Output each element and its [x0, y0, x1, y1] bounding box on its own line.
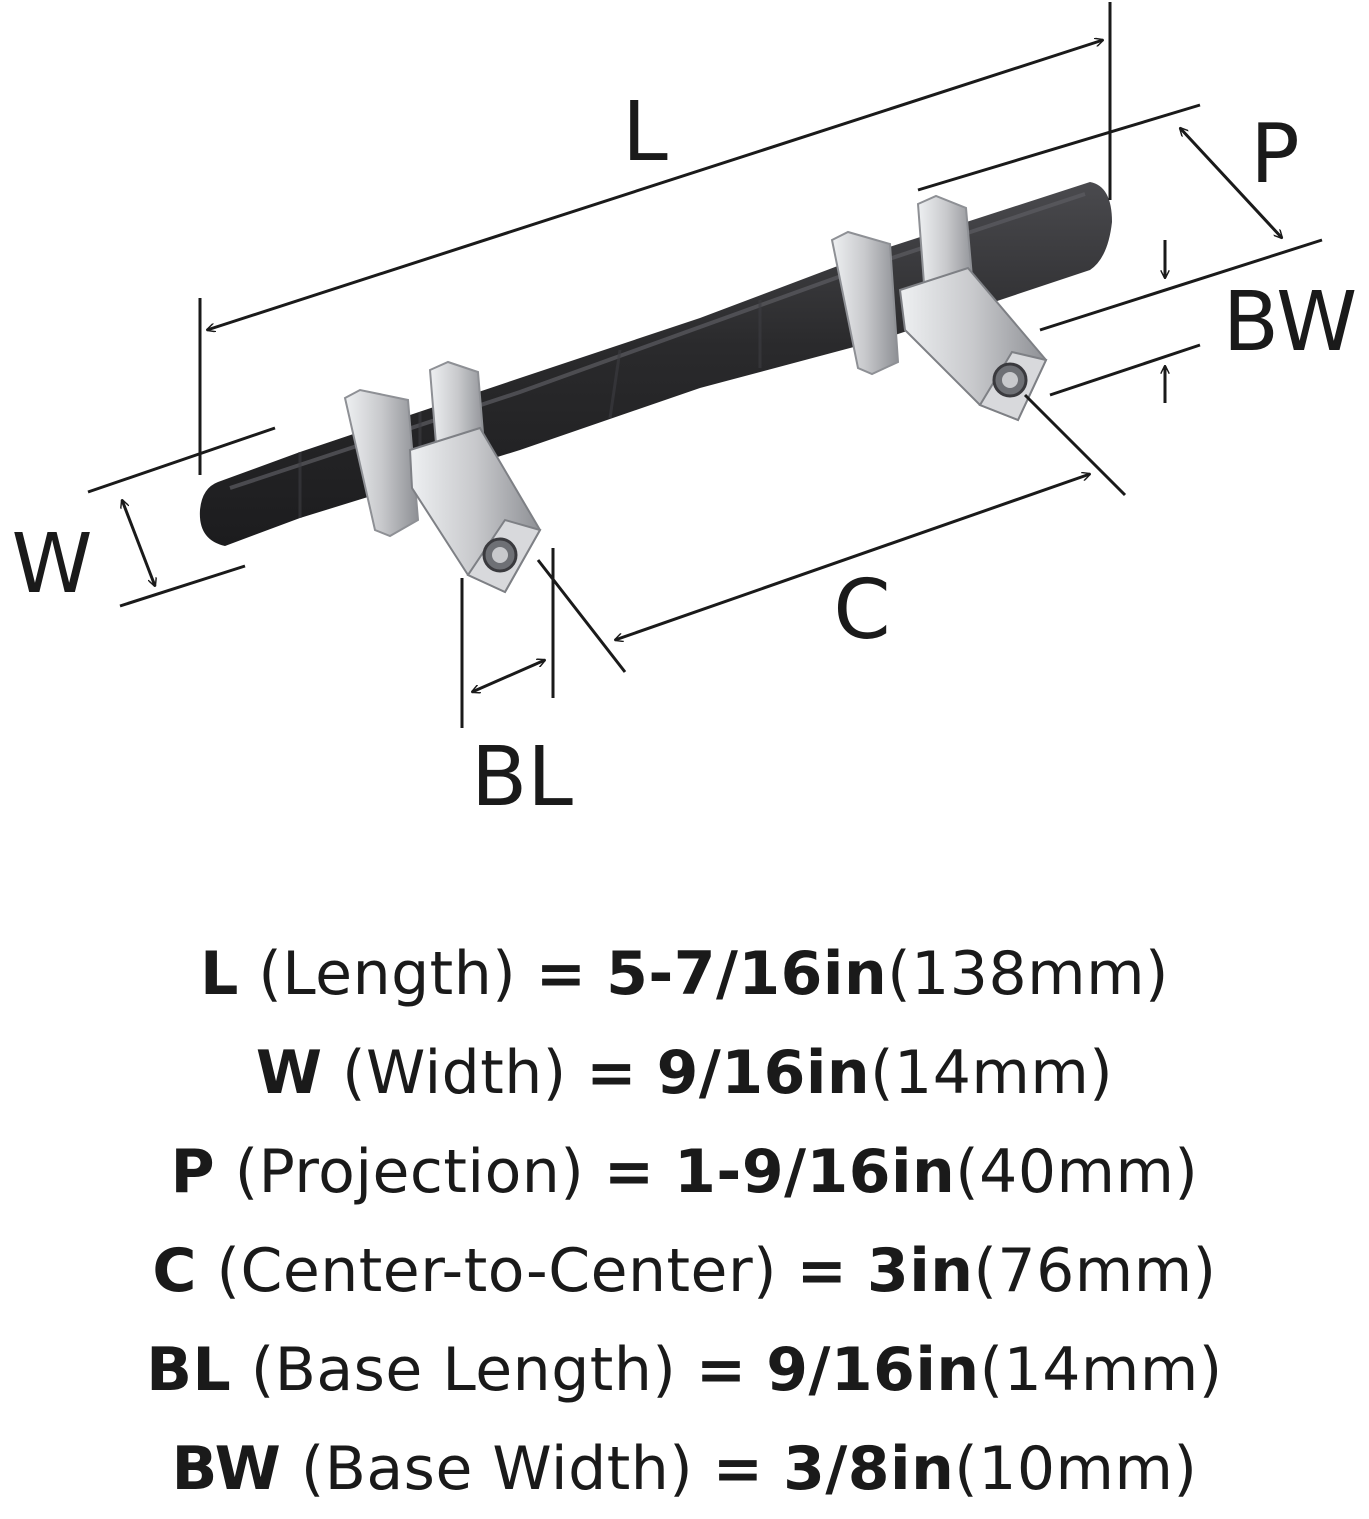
label-center-to-center: C — [833, 563, 890, 658]
spec-name: (Width) — [342, 1038, 567, 1108]
label-base-length: BL — [471, 730, 573, 825]
spec-mm: (14mm) — [870, 1038, 1114, 1108]
label-length: L — [622, 85, 668, 180]
spec-list: L (Length) = 5-7/16in(138mm) W (Width) =… — [0, 925, 1369, 1519]
spec-abbr: BW — [171, 1434, 282, 1504]
spec-abbr: P — [170, 1137, 216, 1207]
spec-mm: (76mm) — [973, 1236, 1217, 1306]
label-width: W — [11, 517, 92, 612]
dimension-lines — [87, 2, 1323, 728]
spec-inch: 9/16in — [656, 1038, 871, 1108]
spec-equals: = — [535, 939, 587, 1009]
spec-row-length: L (Length) = 5-7/16in(138mm) — [0, 925, 1369, 1024]
spec-equals: = — [695, 1335, 747, 1405]
spec-equals: = — [586, 1038, 638, 1108]
spec-mm: (40mm) — [955, 1137, 1199, 1207]
spec-row-base-length: BL (Base Length) = 9/16in(14mm) — [0, 1321, 1369, 1420]
spec-inch: 5-7/16in — [606, 939, 888, 1009]
spec-mm: (10mm) — [954, 1434, 1198, 1504]
spec-name: (Base Length) — [250, 1335, 677, 1405]
left-post — [343, 360, 542, 594]
spec-name: (Projection) — [234, 1137, 585, 1207]
spec-row-projection: P (Projection) = 1-9/16in(40mm) — [0, 1123, 1369, 1222]
spec-mm: (138mm) — [887, 939, 1169, 1009]
spec-row-width: W (Width) = 9/16in(14mm) — [0, 1024, 1369, 1123]
spec-name: (Center-to-Center) — [216, 1236, 778, 1306]
spec-inch: 3in — [866, 1236, 974, 1306]
spec-equals: = — [796, 1236, 848, 1306]
spec-row-center-to-center: C (Center-to-Center) = 3in(76mm) — [0, 1222, 1369, 1321]
spec-name: (Base Width) — [300, 1434, 694, 1504]
label-projection: P — [1250, 107, 1299, 202]
dimension-diagram: L P BW W C BL — [11, 2, 1357, 825]
spec-name: (Length) — [258, 939, 517, 1009]
spec-abbr: C — [152, 1236, 197, 1306]
spec-row-base-width: BW (Base Width) = 3/8in(10mm) — [0, 1420, 1369, 1519]
spec-abbr: BL — [146, 1335, 232, 1405]
spec-inch: 1-9/16in — [674, 1137, 956, 1207]
spec-abbr: L — [200, 939, 239, 1009]
spec-inch: 3/8in — [783, 1434, 955, 1504]
spec-mm: (14mm) — [979, 1335, 1223, 1405]
label-base-width: BW — [1223, 275, 1357, 370]
spec-inch: 9/16in — [766, 1335, 980, 1405]
spec-abbr: W — [255, 1038, 323, 1108]
spec-equals: = — [712, 1434, 764, 1504]
spec-equals: = — [603, 1137, 655, 1207]
